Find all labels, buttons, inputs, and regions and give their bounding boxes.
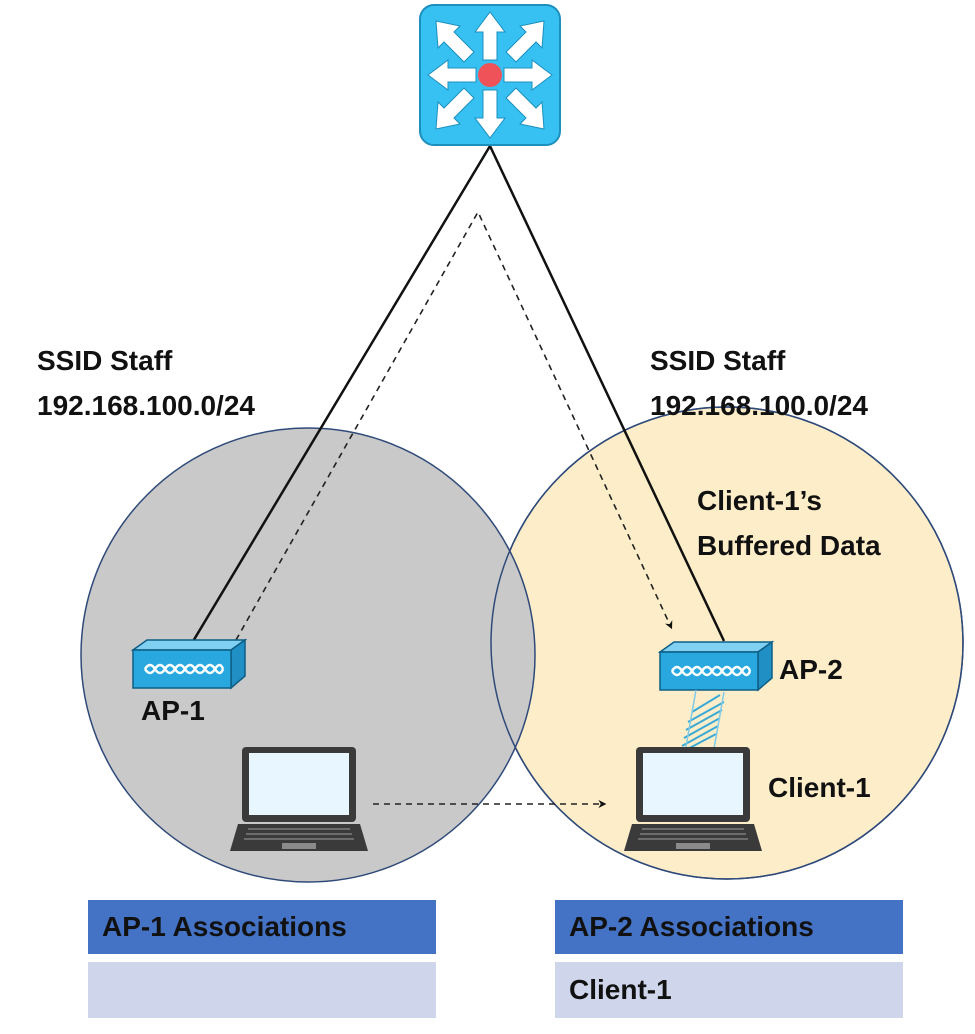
ap1-associations-header: AP-1 Associations <box>88 900 436 954</box>
ap1-associations-row <box>88 962 436 1018</box>
left-coverage-cell <box>80 427 536 883</box>
laptop-icon <box>624 747 762 851</box>
uplink-ap2 <box>488 145 726 642</box>
right-subnet-label: 192.168.100.0/24 <box>650 390 868 421</box>
ap2-associations-row: Client-1 <box>555 962 903 1018</box>
laptop-icon <box>230 747 368 851</box>
left-ssid-label: SSID Staff <box>37 345 173 376</box>
right-ssid-label: SSID Staff <box>650 345 786 376</box>
ap2-label: AP-2 <box>779 654 843 685</box>
buffer-note-line1: Client-1’s <box>697 485 822 516</box>
client-label: Client-1 <box>768 772 871 803</box>
access-point-icon <box>130 638 248 690</box>
left-subnet-label: 192.168.100.0/24 <box>37 390 255 421</box>
right-coverage-outline <box>490 406 964 880</box>
switch-icon <box>419 4 561 146</box>
access-point-icon <box>657 640 775 692</box>
buffer-note-line2: Buffered Data <box>697 530 881 561</box>
buffered-data-path <box>235 210 673 641</box>
ap2-associations-header: AP-2 Associations <box>555 900 903 954</box>
uplink-ap1 <box>190 145 492 644</box>
ap1-label: AP-1 <box>141 695 205 726</box>
